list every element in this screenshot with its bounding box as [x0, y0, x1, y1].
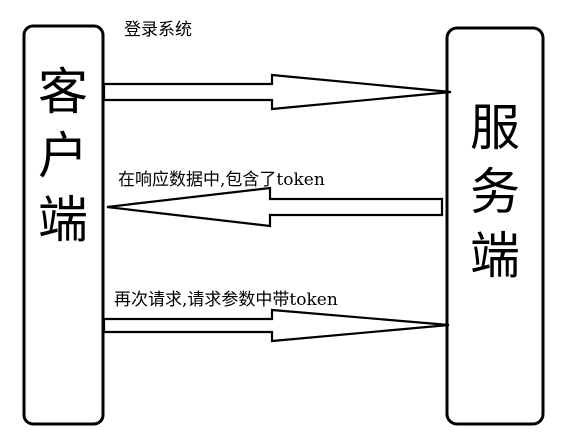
client-box: [22, 24, 105, 426]
client-label-char-2: 户: [38, 127, 88, 185]
login-arrow: [102, 73, 452, 111]
client-label-char-3: 端: [38, 191, 88, 249]
client-label: 客 户 端: [33, 60, 93, 252]
server-label: 服 务 端: [465, 96, 525, 288]
server-box: [445, 26, 545, 426]
login-arrow-label: 登录系统: [124, 20, 192, 40]
server-label-char-2: 务: [470, 163, 520, 221]
request-with-token-arrow-label: 再次请求,请求参数中带token: [114, 290, 338, 310]
request-with-token-arrow: [102, 308, 450, 343]
client-label-char-1: 客: [38, 63, 88, 121]
server-label-char-1: 服: [470, 99, 520, 157]
response-arrow: [106, 186, 444, 228]
response-arrow-label: 在响应数据中,包含了token: [118, 170, 325, 190]
server-label-char-3: 端: [470, 227, 520, 285]
